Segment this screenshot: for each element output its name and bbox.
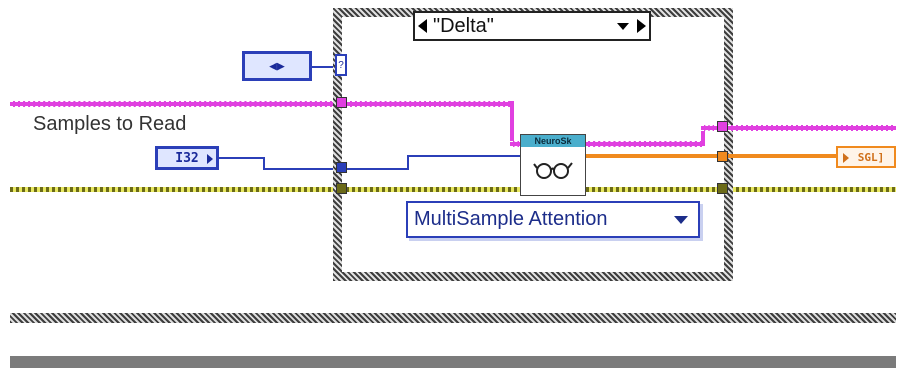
case-dropdown-icon[interactable] [617,22,629,30]
tunnel-samples-in[interactable] [336,162,347,173]
i32-control[interactable]: I32 [155,146,219,170]
wire-samples-inner-c[interactable] [407,155,522,157]
samples-to-read-label: Samples to Read [33,113,187,135]
neurosky-subvi[interactable]: NeuroSk [520,134,586,196]
wire-resource-inner-b[interactable] [510,101,514,144]
wire-samples-b[interactable] [263,157,265,170]
wire-samples-inner-a[interactable] [347,168,409,170]
wire-result-inner[interactable] [585,154,717,158]
wire-samples-inner-b[interactable] [407,155,409,170]
case-selector[interactable]: "Delta" [413,11,651,41]
sgl-input-terminal-icon [843,153,849,163]
wire-resource-inner-c[interactable] [510,141,522,147]
wire-resource-inner-f[interactable] [701,125,717,131]
wire-samples-a[interactable] [219,157,265,159]
case-next-icon[interactable] [637,19,646,33]
i32-output-terminal-icon [207,154,213,164]
wire-samples-c[interactable] [263,168,340,170]
wire-resource-inner-d[interactable] [585,141,705,147]
tunnel-resource-out[interactable] [717,121,728,132]
sgl-indicator-label: SGL] [857,150,885,164]
tunnel-result-out[interactable] [717,151,728,162]
case-selector-terminal-label: ? [338,59,344,71]
ring-value: MultiSample Attention [414,208,608,230]
ring-dropdown-icon[interactable] [674,215,688,224]
sequence-frame-border-bottom [10,356,896,368]
tunnel-error-out[interactable] [717,183,728,194]
sgl-indicator[interactable]: SGL] [836,146,896,168]
subvi-header: NeuroSk [521,135,585,147]
enum-control[interactable]: ◀▶ [242,51,312,81]
tunnel-resource-in[interactable] [336,97,347,108]
wire-resource-left[interactable] [10,101,340,107]
sequence-frame-border-top [10,313,896,323]
glasses-icon [521,147,585,193]
wire-resource-inner-a[interactable] [347,101,513,107]
case-selector-terminal[interactable]: ? [335,54,347,76]
enum-control-arrows: ◀▶ [269,58,285,74]
measurement-type-ring[interactable]: MultiSample Attention [406,201,700,238]
wire-result-right[interactable] [728,154,836,158]
tunnel-error-in[interactable] [336,183,347,194]
i32-control-label: I32 [175,150,199,166]
wire-resource-right[interactable] [728,125,896,131]
wire-resource-inner-e[interactable] [701,125,705,145]
case-prev-icon[interactable] [418,19,427,33]
wire-enum[interactable] [312,66,336,68]
case-selector-value: "Delta" [433,14,494,37]
